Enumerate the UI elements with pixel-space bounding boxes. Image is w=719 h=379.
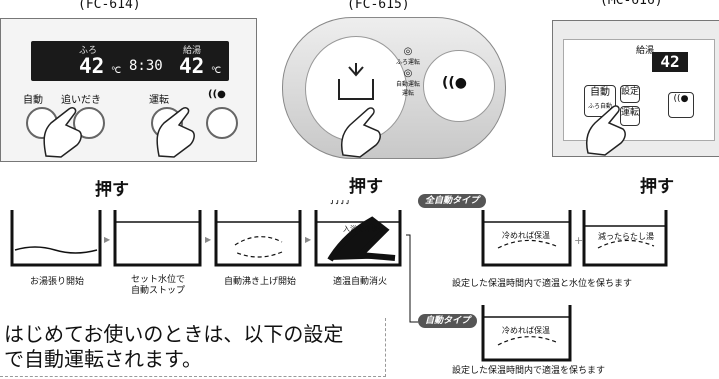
full-auto-type-tag: 全自動タイプ <box>418 194 487 208</box>
tub-auto-1 <box>481 305 572 362</box>
auto-sub-label: ふろ自動 <box>587 103 612 110</box>
settings-button[interactable]: 設定 <box>620 85 640 103</box>
mc616-label: 給湯 <box>636 46 655 56</box>
auto-tub1-label: 冷めれば保温 <box>502 326 550 335</box>
model-label-mc616: (MC-616) <box>600 0 663 8</box>
furo-label: ふろ <box>79 46 98 56</box>
plus-icon: + <box>574 234 583 247</box>
auto-button-label: 自動 <box>590 87 610 98</box>
remote-fc615: ((● ◎ ふろ運転 ◎ 自動運転 運転 <box>282 17 506 159</box>
supply-temp: 42 <box>179 54 205 78</box>
model-label-fc615: (FC-615) <box>347 0 410 12</box>
supply-temp-unit: ℃ <box>211 66 222 76</box>
clock-display: 8:30 <box>129 58 163 74</box>
auto-caption: 設定した保温時間内で適温を保ちます <box>452 366 606 376</box>
bathtub-icon <box>338 63 374 100</box>
call-icon: ((● <box>208 89 226 100</box>
press-label-1: 押す <box>95 180 129 200</box>
step-caption-4: 適温自動消火 <box>332 277 387 287</box>
kyuto-label: 給湯 <box>183 46 202 56</box>
mc616-temp: 42 <box>652 52 688 72</box>
full-auto-tub1-label: 冷めれば保温 <box>502 231 550 240</box>
mc616-panel: 給湯 42 自動 ふろ自動 設定 運転 ((● <box>563 39 715 141</box>
full-auto-tub2-label: 減ったらたし湯 <box>598 232 654 241</box>
step-caption-3: 自動沸き上げ開始 <box>223 277 296 287</box>
indicator-furo: ふろ運転 <box>395 59 420 66</box>
call-button[interactable] <box>206 107 238 139</box>
indicator-run: 運転 <box>401 90 414 97</box>
tub-step-3 <box>214 210 302 267</box>
tub-step-2 <box>113 210 202 267</box>
reheat-button-label: 追いだき <box>61 95 101 106</box>
message-line-1: はじめてお使いのときは、以下の設定 <box>4 322 344 346</box>
message-line-2: で自動運転されます。 <box>4 347 202 371</box>
mode-connector-line <box>406 234 418 323</box>
remote-fc614: ふろ 給湯 42 ℃ 8:30 42 ℃ 自動 追いだき 運転 ((● <box>0 18 257 162</box>
bath-temp-unit: ℃ <box>111 66 122 76</box>
step-caption-1: お湯張り開始 <box>29 277 84 287</box>
bath-temp: 42 <box>79 54 105 78</box>
tub-step-4 <box>314 210 402 267</box>
auto-type-tag: 自動タイプ <box>418 314 478 328</box>
tub-step-1 <box>10 210 102 267</box>
remote-mc616: 給湯 42 自動 ふろ自動 設定 運転 ((● <box>552 20 719 157</box>
full-auto-caption: 設定した保温時間内で適温と水位を保ちます <box>452 279 633 289</box>
call-icon: ((● <box>442 75 468 91</box>
pointing-hand-icon <box>43 107 195 158</box>
model-label-fc614: (FC-614) <box>78 0 141 12</box>
auto-button-label: 自動 <box>23 95 43 106</box>
tub-full-auto-1 <box>481 210 572 267</box>
pointing-hand-icon <box>340 107 381 158</box>
fc614-display: ふろ 給湯 42 ℃ 8:30 42 ℃ <box>31 41 229 81</box>
call-button[interactable]: ((● <box>668 92 694 118</box>
bath-ready-bubble: 入浴できます <box>343 225 385 233</box>
first-use-message: はじめてお使いのときは、以下の設定 で自動運転されます。 <box>0 318 386 377</box>
arrow-icon: ▶ <box>104 235 111 244</box>
step-caption-2: セット水位で 自動ストップ <box>130 275 185 296</box>
call-button[interactable]: ((● <box>423 50 495 122</box>
pointing-hand-icon <box>585 105 626 156</box>
bath-process-diagram: ▶ ▶ ▶ ∫∫∫∫ + <box>10 200 668 362</box>
steam-icon: ∫∫∫∫ <box>330 200 351 205</box>
indicator-auto: 自動運転 <box>395 81 420 88</box>
arrow-icon: ▶ <box>205 235 212 244</box>
indicator-group: ◎ ふろ運転 ◎ 自動運転 運転 <box>395 46 420 97</box>
tub-full-auto-2 <box>582 210 668 267</box>
press-label-3: 押す <box>640 177 674 197</box>
operation-button-label: 運転 <box>149 95 169 106</box>
arrow-icon: ▶ <box>305 235 312 244</box>
operation-button[interactable]: 運転 <box>620 106 640 126</box>
press-label-2: 押す <box>349 177 383 197</box>
